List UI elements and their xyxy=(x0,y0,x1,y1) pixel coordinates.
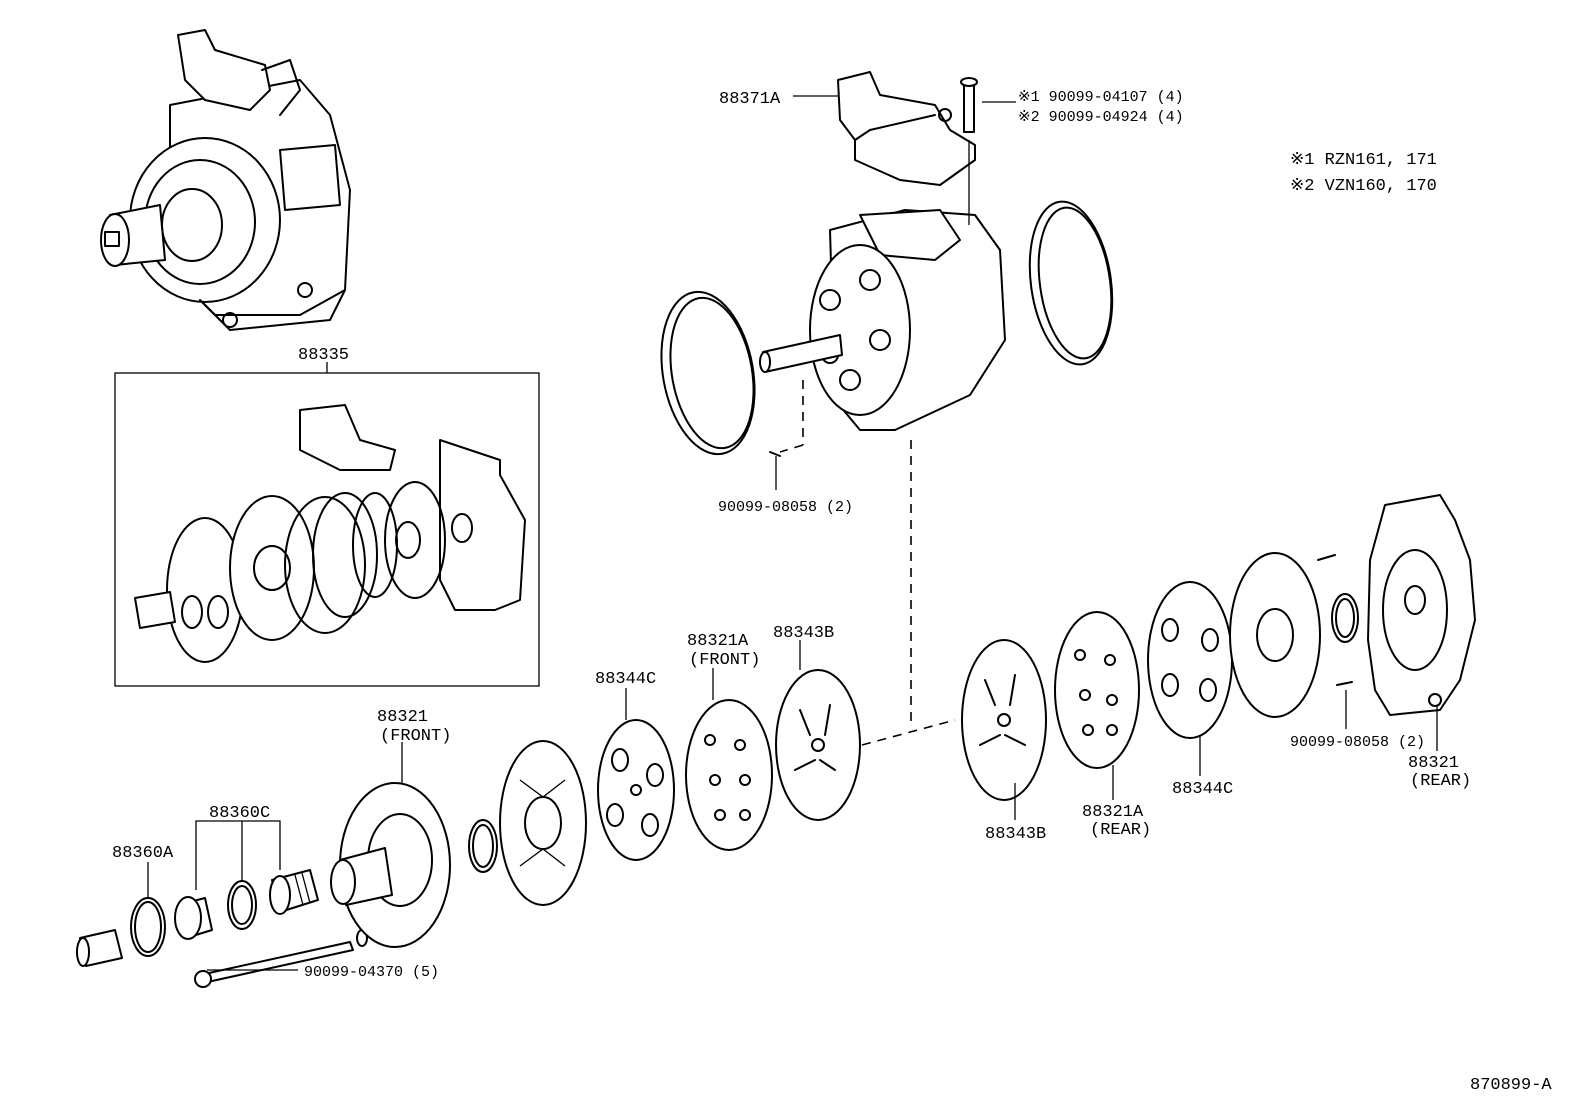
rear-side-parts-drawing xyxy=(961,494,1476,801)
label-88344C-right: 88344C xyxy=(1172,780,1233,799)
compressor-housing-drawing xyxy=(660,200,1114,727)
label-88321-rear: 88321 xyxy=(1408,754,1459,773)
leader-lines xyxy=(147,95,1438,971)
label-pin-right: 90099-08058 (2) xyxy=(1290,734,1425,751)
label-88321-front-sub: (FRONT) xyxy=(380,727,451,746)
compressor-assembly-drawing xyxy=(100,29,351,331)
label-bolt-2: ※2 90099-04924 (4) xyxy=(1018,109,1184,126)
label-bolt-long: 90099-04370 (5) xyxy=(304,964,439,981)
label-88344C-left: 88344C xyxy=(595,670,656,689)
label-88343B-right: 88343B xyxy=(985,825,1046,844)
label-88335-kit: 88335 xyxy=(298,346,349,365)
label-88321-front: 88321 xyxy=(377,708,428,727)
label-88360C: 88360C xyxy=(209,804,270,823)
label-88321-rear-sub: (REAR) xyxy=(1410,772,1471,791)
label-88321A-rear: 88321A xyxy=(1082,803,1144,822)
label-88371A: 88371A xyxy=(719,90,781,109)
label-88360A: 88360A xyxy=(112,844,174,863)
label-pin-top: 90099-08058 (2) xyxy=(718,499,853,516)
kit-88335-box xyxy=(114,362,540,687)
label-88321A-front: 88321A xyxy=(687,632,749,651)
legend-note-2: ※2 VZN160, 170 xyxy=(1290,177,1437,196)
figure-id: 870899-A xyxy=(1470,1076,1552,1095)
front-side-parts-drawing xyxy=(76,669,956,988)
part-labels: 88371A ※1 90099-04107 (4) ※2 90099-04924… xyxy=(112,89,1552,1095)
label-88321A-rear-sub: (REAR) xyxy=(1090,821,1151,840)
label-88343B-left: 88343B xyxy=(773,624,834,643)
label-88321A-front-sub: (FRONT) xyxy=(689,651,760,670)
label-bolt-1: ※1 90099-04107 (4) xyxy=(1018,89,1184,106)
legend-note-1: ※1 RZN161, 171 xyxy=(1290,151,1437,170)
cover-88371A-drawing xyxy=(837,71,978,225)
